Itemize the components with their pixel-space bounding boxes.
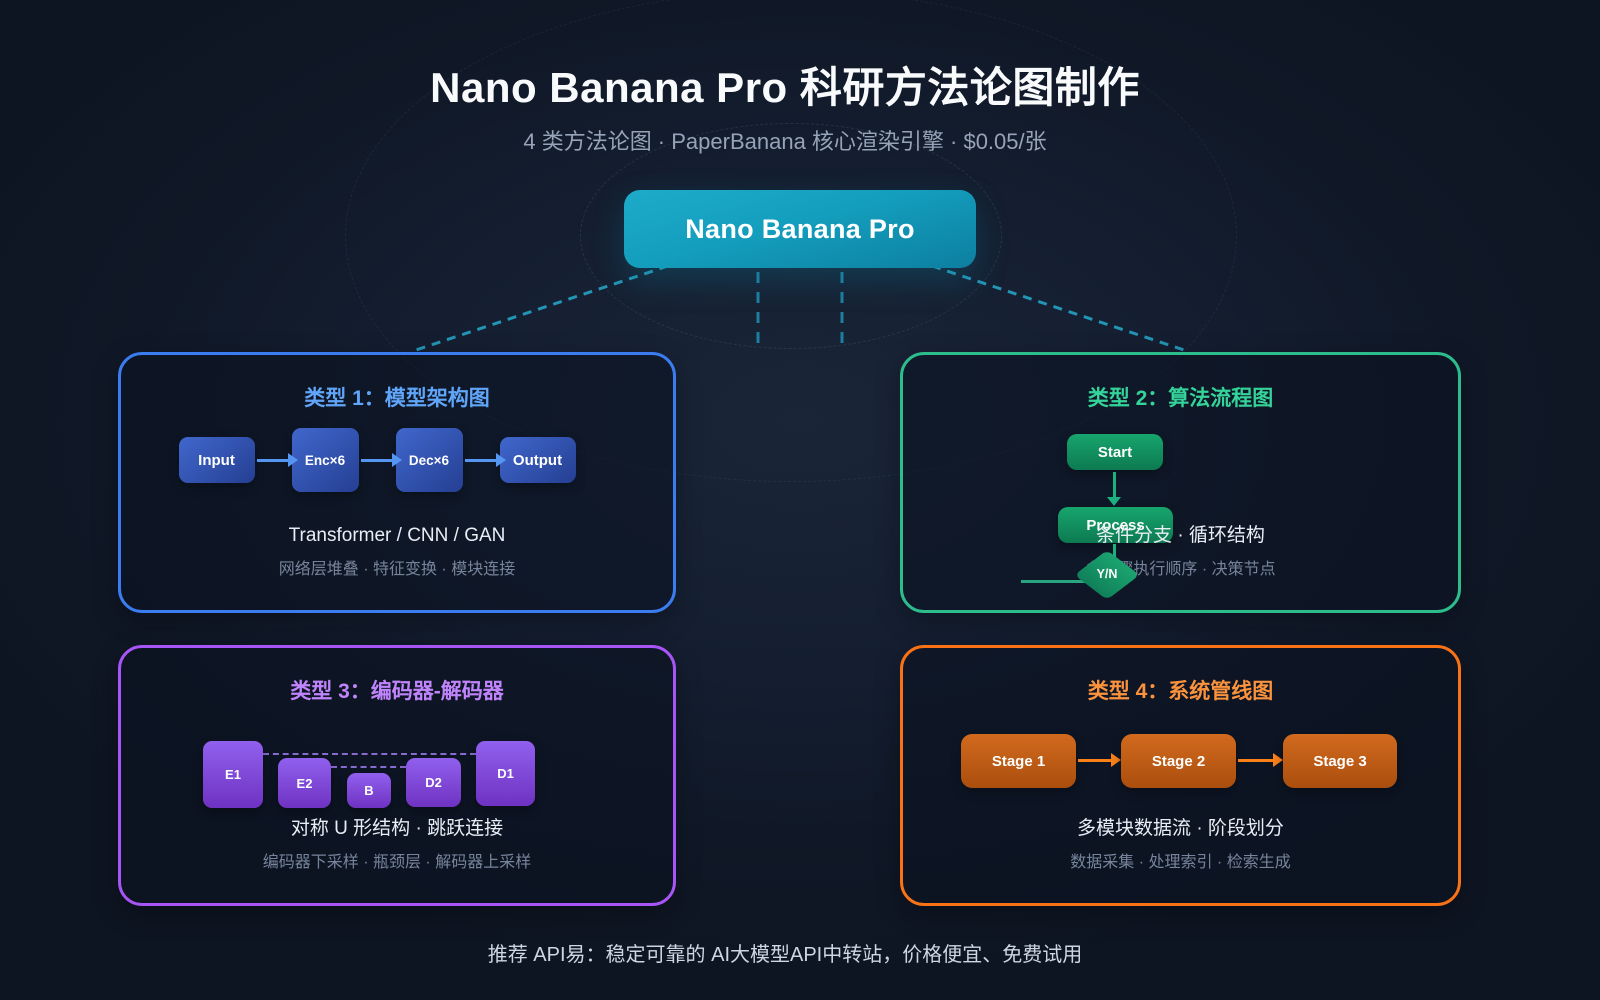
panel4-description: 数据采集 · 处理索引 · 检索生成 (1070, 854, 1291, 871)
panel1-subtitle: Transformer / CNN / GAN (288, 525, 506, 546)
panel-algorithm-flowchart: 类型 2：算法流程图 Start Process Y/N 条件分支 · 循环结构… (900, 352, 1461, 613)
footer-note: 推荐 API易：稳定可靠的 AI大模型API中转站，价格便宜、免费试用 (487, 944, 1083, 966)
page-subtitle: 4 类方法论图 · PaperBanana 核心渲染引擎 · $0.05/张 (523, 129, 1047, 154)
pipeline-stage-1-node: Stage 1 (961, 734, 1076, 788)
skip-connection-inner (331, 766, 406, 768)
flow-node-output: Output (499, 437, 576, 483)
flow-arrow-icon (256, 452, 298, 467)
panel3-description: 编码器下采样 · 瓶颈层 · 解码器上采样 (262, 854, 532, 871)
pipeline-arrow-icon (1078, 753, 1121, 767)
decoder-block-d2: D2 (406, 758, 461, 807)
hub-node: Nano Banana Pro (624, 190, 976, 268)
flow-arrow-icon (360, 452, 402, 467)
flow-node-encoder: Enc×6 (291, 428, 359, 492)
panel2-description: 多步骤执行顺序 · 决策节点 (1085, 561, 1276, 578)
flow-node-input: Input (178, 437, 255, 483)
flowchart-connector-stub (1113, 544, 1116, 560)
flowchart-start-node: Start (1067, 434, 1163, 470)
panel2-title: 类型 2：算法流程图 (1087, 387, 1274, 410)
panel3-subtitle: 对称 U 形结构 · 跳跃连接 (290, 818, 504, 839)
pipeline-arrow-icon (1238, 753, 1283, 767)
encoder-block-e2: E2 (278, 758, 331, 808)
panel-system-pipeline: 类型 4：系统管线图 Stage 1 Stage 2 Stage 3 多模块数据… (900, 645, 1461, 906)
panel1-flow-row: Input Enc×6 Dec×6 Output (121, 428, 633, 492)
panel-model-architecture: 类型 1：模型架构图 Input Enc×6 Dec×6 Output Tran… (118, 352, 676, 613)
panel1-description: 网络层堆叠 · 特征变换 · 模块连接 (278, 561, 516, 578)
decoder-block-d1: D1 (476, 741, 535, 806)
decision-label: Y/N (1096, 567, 1118, 581)
panel-encoder-decoder: 类型 3：编码器-解码器 E1 E2 B D2 D1 对称 U 形结构 · 跳跃… (118, 645, 676, 906)
panel2-subtitle: 条件分支 · 循环结构 (1096, 525, 1265, 546)
hub-label: Nano Banana Pro (685, 213, 915, 244)
flow-node-decoder: Dec×6 (395, 428, 463, 492)
pipeline-stage-3-node: Stage 3 (1283, 734, 1397, 788)
flow-arrow-icon (464, 452, 506, 467)
panel4-title: 类型 4：系统管线图 (1087, 680, 1274, 703)
connector-hub-to-panel2 (931, 264, 1188, 353)
connector-hub-to-panel1 (412, 264, 669, 353)
panel1-title: 类型 1：模型架构图 (304, 387, 490, 410)
panel3-title: 类型 3：编码器-解码器 (290, 680, 504, 703)
down-arrow-icon (1107, 472, 1121, 506)
page-title: Nano Banana Pro 科研方法论图制作 (430, 64, 1140, 111)
flowchart-branch-line (1021, 580, 1089, 583)
flowchart-process-node: Process (1058, 507, 1173, 543)
bottleneck-block-b: B (347, 773, 391, 808)
pipeline-stage-2-node: Stage 2 (1121, 734, 1236, 788)
encoder-block-e1: E1 (203, 741, 263, 808)
panel4-subtitle: 多模块数据流 · 阶段划分 (1077, 818, 1284, 839)
skip-connection-outer (263, 753, 476, 755)
